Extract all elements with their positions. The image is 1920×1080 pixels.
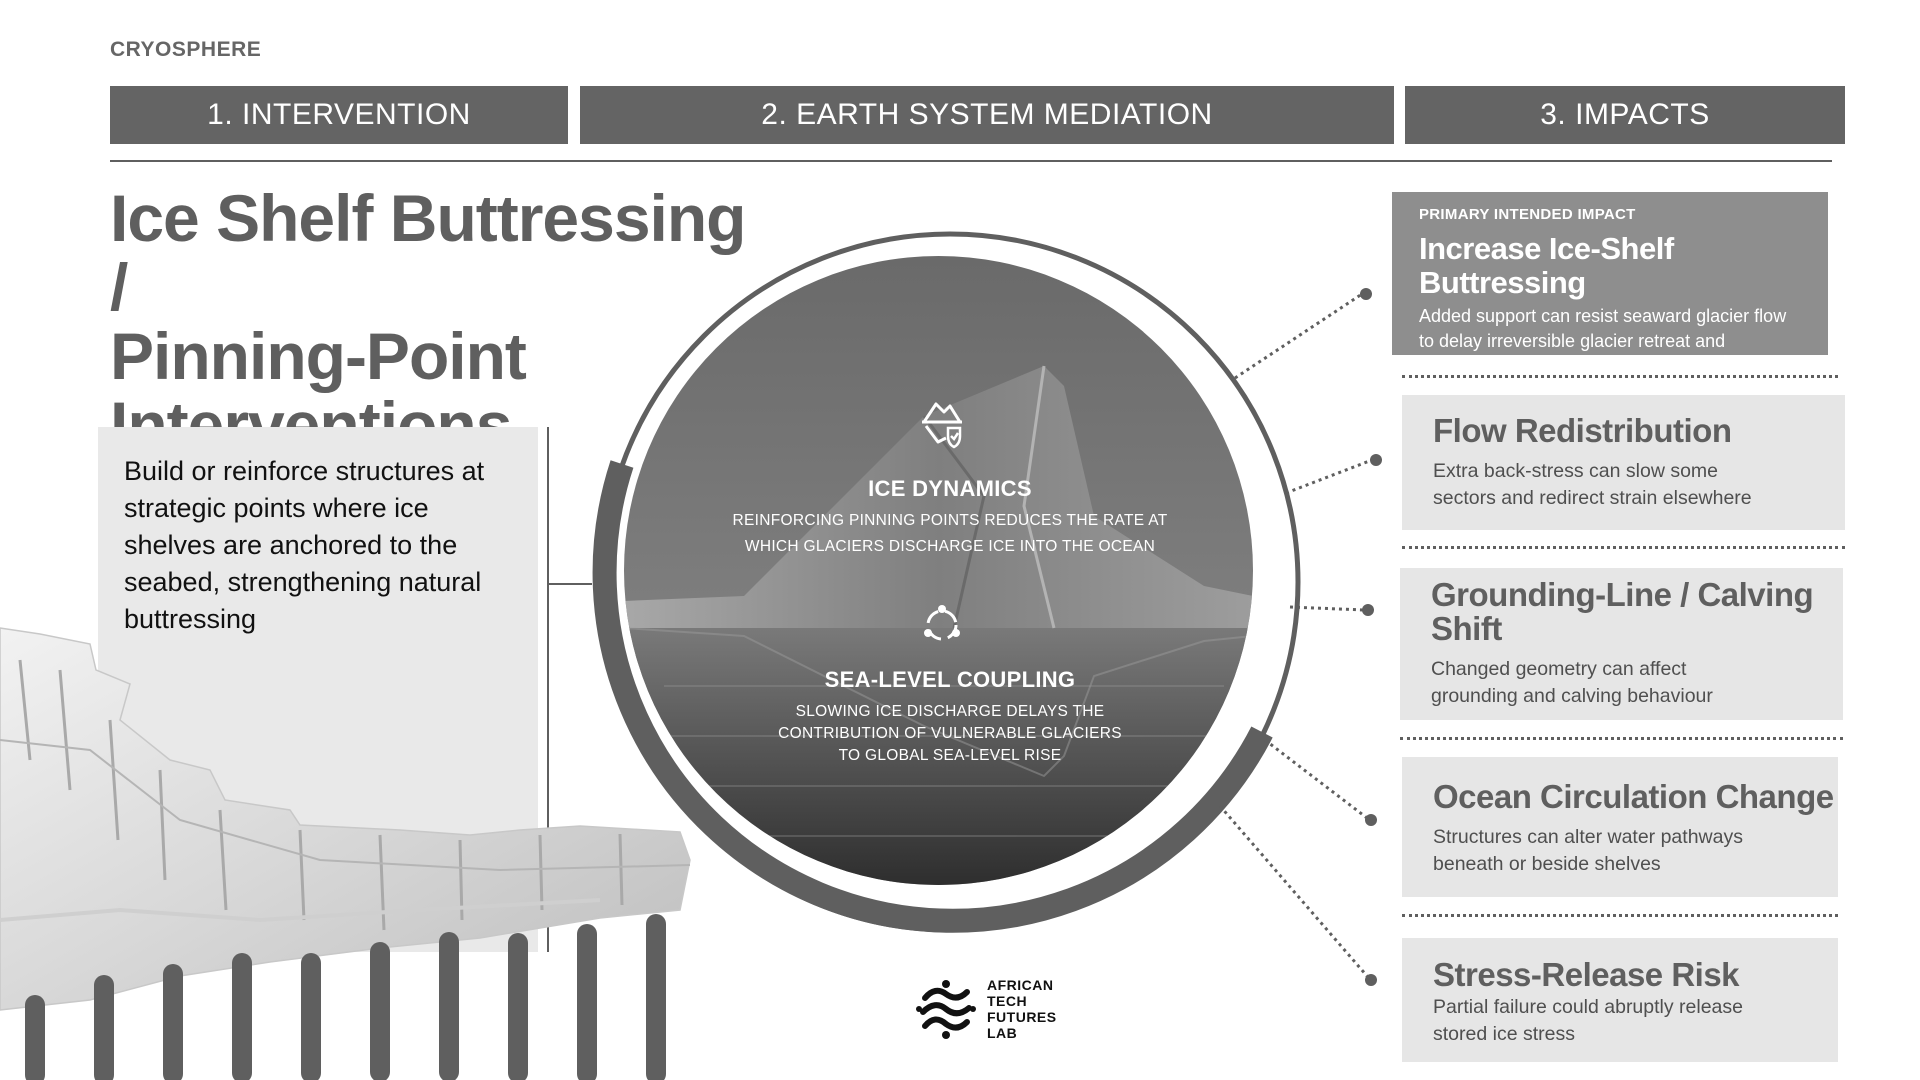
primary-impact-line-1: Added support can resist seaward glacier… [1419, 306, 1787, 326]
pillar-1 [25, 995, 45, 1080]
impact-body: Changed geometry can affect grounding an… [1431, 656, 1843, 710]
connector-grounding [1289, 605, 1365, 612]
intervention-connector [547, 583, 592, 585]
connector-dot-stress [1365, 974, 1377, 986]
header-rule [110, 160, 1832, 162]
impact-card-grounding: Grounding-Line / Calving Shift Changed g… [1400, 568, 1843, 720]
primary-impact-body: Added support can resist seaward glacier… [1419, 304, 1828, 379]
impact-line: sectors and redirect strain elsewhere [1433, 487, 1752, 509]
pinning-pillars [25, 914, 666, 1080]
primary-impact-kicker: PRIMARY INTENDED IMPACT [1419, 206, 1636, 223]
impact-card-stress: Stress-Release Risk Partial failure coul… [1402, 938, 1838, 1062]
pillar-2 [94, 975, 114, 1080]
iceberg-shield-icon [922, 402, 962, 449]
connector-dot-primary [1360, 288, 1372, 300]
sea-level-block: SEA-LEVEL COUPLING SLOWING ICE DISCHARGE… [700, 667, 1200, 767]
header-impacts: 3. IMPACTS [1405, 86, 1845, 144]
logo-line: AFRICAN [987, 977, 1054, 993]
impact-divider-1 [1402, 375, 1838, 378]
intervention-description: Build or reinforce structures at strateg… [124, 456, 485, 634]
title-line-1: Ice Shelf Buttressing / [110, 181, 747, 324]
impact-divider-2 [1402, 546, 1845, 549]
pillar-10 [646, 914, 666, 1080]
primary-impact-heading: Increase Ice-Shelf Buttressing [1419, 231, 1674, 300]
impact-heading-line-2: Shift [1431, 610, 1502, 647]
impact-line: grounding and calving behaviour [1431, 685, 1713, 707]
pillar-6 [370, 942, 390, 1080]
iceberg-photo [624, 256, 1253, 885]
section-label: CRYOSPHERE [110, 38, 262, 61]
pillar-7 [439, 932, 459, 1080]
pillar-3 [163, 964, 183, 1080]
primary-impact-line-2: to delay irreversible glacier retreat an… [1419, 331, 1726, 351]
impact-line: Extra back-stress can slow some [1433, 460, 1719, 482]
connector-dot-grounding [1362, 604, 1374, 616]
impact-line: beneath or beside shelves [1433, 853, 1661, 875]
sea-level-line-2: CONTRIBUTION OF VULNERABLE GLACIERS [778, 725, 1122, 742]
pillar-8 [508, 933, 528, 1080]
header-intervention: 1. INTERVENTION [110, 86, 568, 144]
ice-dynamics-heading: ICE DYNAMICS [868, 476, 1032, 501]
connector-dot-flow [1370, 454, 1382, 466]
connector-stress [1218, 805, 1369, 977]
cycle-arrows-icon [924, 605, 960, 641]
logo-mark-icon [916, 980, 976, 1039]
impact-divider-3 [1400, 737, 1843, 740]
connector-primary [1234, 292, 1363, 380]
impact-line: stored ice stress [1433, 1023, 1575, 1045]
sea-level-line-1: SLOWING ICE DISCHARGE DELAYS THE [795, 703, 1105, 720]
impact-line: Structures can alter water pathways [1433, 826, 1743, 848]
pillar-5 [301, 953, 321, 1080]
impact-divider-4 [1402, 914, 1838, 917]
sea-level-line-3: TO GLOBAL SEA-LEVEL RISE [838, 747, 1062, 764]
connector-ocean [1264, 738, 1368, 820]
impact-body: Extra back-stress can slow some sectors … [1433, 458, 1845, 512]
ice-shelf-illustration [0, 627, 691, 1080]
impact-heading: Ocean Circulation Change [1433, 778, 1834, 815]
sea-level-heading: SEA-LEVEL COUPLING [824, 667, 1076, 692]
connector-dot-ocean [1365, 814, 1377, 826]
impact-line: Partial failure could abruptly release [1433, 996, 1744, 1018]
circle-ring [592, 231, 1301, 933]
logo-line: LAB [987, 1025, 1018, 1041]
header-mediation: 2. EARTH SYSTEM MEDIATION [580, 86, 1394, 144]
impact-card-ocean: Ocean Circulation Change Structures can … [1402, 757, 1838, 897]
ice-dynamics-block: ICE DYNAMICS REINFORCING PINNING POINTS … [700, 476, 1200, 560]
ice-dynamics-line-1: REINFORCING PINNING POINTS REDUCES THE R… [732, 512, 1168, 529]
impact-heading: Flow Redistribution [1433, 412, 1732, 449]
impact-body: Partial failure could abruptly release s… [1433, 994, 1838, 1048]
primary-impact-card: PRIMARY INTENDED IMPACT Increase Ice-She… [1392, 192, 1828, 376]
ice-dynamics-line-2: WHICH GLACIERS DISCHARGE ICE INTO THE OC… [744, 538, 1156, 555]
impact-body: Structures can alter water pathways bene… [1433, 824, 1838, 878]
logo: AFRICAN TECH FUTURES LAB [915, 977, 1057, 1041]
impact-heading: Stress-Release Risk [1433, 956, 1740, 993]
impact-card-flow: Flow Redistribution Extra back-stress ca… [1402, 395, 1845, 530]
pillar-9 [577, 924, 597, 1080]
connector-flow [1285, 458, 1373, 495]
pillar-4 [232, 953, 252, 1080]
intervention-divider [547, 427, 549, 952]
primary-impact-line-3: encourage growth of new ice at key locat… [1419, 356, 1779, 376]
logo-wordmark: AFRICAN TECH FUTURES LAB [987, 977, 1057, 1041]
title-line-2: Pinning-Point [110, 319, 527, 393]
impact-line: Changed geometry can affect [1431, 658, 1687, 680]
logo-line: TECH [987, 993, 1028, 1009]
mediation-circle [590, 222, 1310, 942]
logo-line: FUTURES [987, 1009, 1057, 1025]
impact-heading: Grounding-Line / Calving [1431, 576, 1814, 613]
